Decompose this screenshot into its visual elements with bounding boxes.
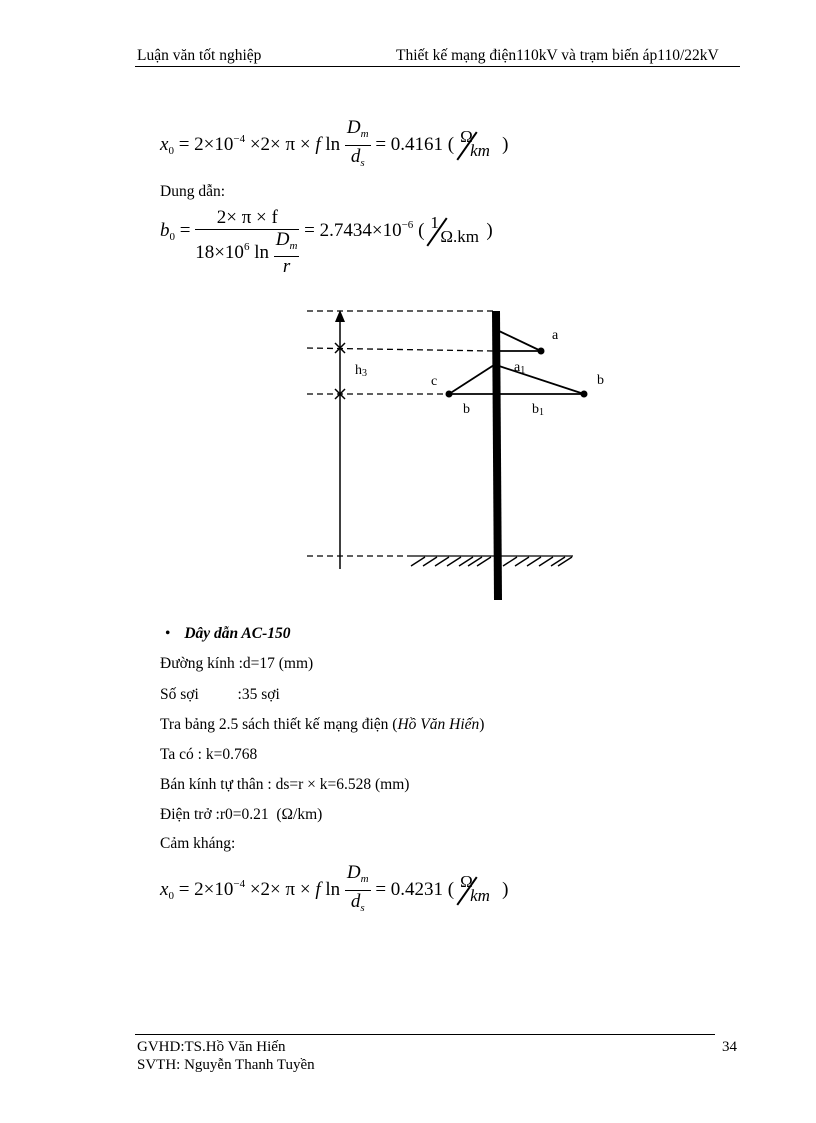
header-right-title: Thiết kế mạng điện110kV và trạm biến áp1… xyxy=(396,47,719,64)
formula-text: = 2×10 xyxy=(173,133,234,155)
formula-fraction: 2× π × f 18×106 ln Dm r xyxy=(195,207,300,277)
label-b-right: b xyxy=(597,373,604,388)
formula-symbol: x xyxy=(160,878,169,900)
formula-open: ( xyxy=(413,219,425,241)
label-h3: h3 xyxy=(355,363,367,379)
footer-advisor: GVHD:TS.Hồ Văn Hiến xyxy=(137,1039,286,1055)
x-marker-icon xyxy=(334,342,346,354)
formula-result: = 0.4231 ( xyxy=(370,878,455,900)
label-b-below: b xyxy=(463,402,470,417)
formula-text: = 2×10 xyxy=(173,878,234,900)
formula-fraction: Dm ds xyxy=(344,117,371,174)
formula-symbol: b xyxy=(160,219,170,241)
formula-symbol: x xyxy=(160,133,169,155)
formula-capacitance: b0 = 2× π × f 18×106 ln Dm r = 2.7434×10… xyxy=(160,207,493,277)
crossarm-c xyxy=(448,364,495,395)
crossarm-a xyxy=(498,330,542,352)
formula-close: ) xyxy=(486,219,493,241)
formula-result: = 0.4161 ( xyxy=(370,133,455,155)
formula-result: = 2.7434×10 xyxy=(299,219,402,241)
inner-denominator: r xyxy=(282,256,291,277)
page-number: 34 xyxy=(722,1039,737,1055)
formula-close: ) xyxy=(502,133,509,155)
crossarm-b xyxy=(498,365,585,395)
footer-student: SVTH: Nguyễn Thanh Tuyền xyxy=(137,1057,315,1073)
reference-close: ) xyxy=(479,716,485,733)
formula-text: = xyxy=(175,219,196,241)
fraction-denominator-sub: s xyxy=(360,157,365,169)
unit-bottom: km xyxy=(470,885,490,905)
formula-close: ) xyxy=(502,878,509,900)
denominator-ln: ln xyxy=(249,241,269,263)
x-marker-icon xyxy=(334,388,346,400)
fraction-numerator-sub: m xyxy=(360,128,369,140)
label-a1: a1 xyxy=(514,360,525,376)
bullet-icon: • xyxy=(165,625,171,642)
denominator-text: 18×10 xyxy=(195,241,244,263)
label-b1: b1 xyxy=(532,402,544,418)
formula-reactance-2: x0 = 2×10−4 ×2× π × f ln Dm ds = 0.4231 … xyxy=(160,862,508,919)
footer-rule xyxy=(135,1034,715,1035)
dashed-line-mid xyxy=(306,347,494,352)
denominator-exponent: 6 xyxy=(243,240,250,253)
formula-reactance-1: x0 = 2×10−4 ×2× π × f ln Dm ds = 0.4161 … xyxy=(160,117,508,174)
fraction-numerator-sub: m xyxy=(360,873,369,885)
formula-exponent: −4 xyxy=(233,132,246,145)
line-reference: Tra bảng 2.5 sách thiết kế mạng điện (Hồ… xyxy=(160,716,484,734)
unit-bottom: Ω.km xyxy=(440,226,479,246)
line-diameter: Đường kính :d=17 (mm) xyxy=(160,655,314,672)
reference-text: Tra bảng 2.5 sách thiết kế mạng điện ( xyxy=(160,716,398,733)
section-title: Dây dẫn AC-150 xyxy=(184,625,291,642)
header-left-title: Luận văn tốt nghiệp xyxy=(137,47,262,64)
formula-subscript: 0 xyxy=(169,230,176,243)
pole xyxy=(492,311,502,600)
formula-exponent: −4 xyxy=(233,877,246,890)
line-resistance: Điện trở :r0=0.21 (Ω/km) xyxy=(160,806,323,823)
line-reactance-label: Cảm kháng: xyxy=(160,835,236,852)
formula-symbol: f xyxy=(315,133,321,155)
formula-exponent: −6 xyxy=(401,218,414,231)
formula-symbol: f xyxy=(315,878,321,900)
formula-text: ×2× π × xyxy=(245,878,316,900)
conductor-b-dot xyxy=(580,390,588,398)
formula-text: ln xyxy=(320,878,341,900)
label-c: c xyxy=(431,374,437,389)
conductor-a-dot xyxy=(537,347,545,355)
label-capacitance: Dung dẫn: xyxy=(160,183,226,200)
fraction-denominator: 18×106 ln Dm r xyxy=(195,229,300,277)
line-self-radius: Bán kính tự thân : ds=r × k=6.528 (mm) xyxy=(160,776,410,793)
formula-subscript: 0 xyxy=(168,889,174,902)
unit-bottom: km xyxy=(470,140,490,160)
fraction-denominator-sub: s xyxy=(360,902,365,914)
ground-hatching xyxy=(410,556,573,567)
fraction-denominator: d xyxy=(350,891,361,912)
arrow-up-icon xyxy=(335,310,345,322)
inner-fraction: Dm r xyxy=(273,229,300,277)
line-strands: Số sợi :35 sợi xyxy=(160,686,280,703)
line-k-value: Ta có : k=0.768 xyxy=(160,746,258,763)
header-rule xyxy=(135,66,740,67)
formula-text: ×2× π × xyxy=(245,133,316,155)
label-a: a xyxy=(552,328,559,343)
conductor-c-dot xyxy=(445,390,453,398)
reference-author: Hồ Văn Hiến xyxy=(397,716,480,733)
fraction-numerator: 2× π × f xyxy=(195,207,300,230)
fraction-numerator: D xyxy=(346,862,361,883)
fraction-numerator: D xyxy=(346,117,361,138)
formula-fraction: Dm ds xyxy=(344,862,371,919)
section-heading: • Dây dẫn AC-150 xyxy=(165,625,291,643)
inner-numerator: D xyxy=(275,229,290,250)
fraction-denominator: d xyxy=(350,146,361,167)
inner-numerator-sub: m xyxy=(289,240,298,252)
unit-top: 1 xyxy=(430,212,439,232)
formula-subscript: 0 xyxy=(168,144,174,157)
formula-text: ln xyxy=(320,133,341,155)
